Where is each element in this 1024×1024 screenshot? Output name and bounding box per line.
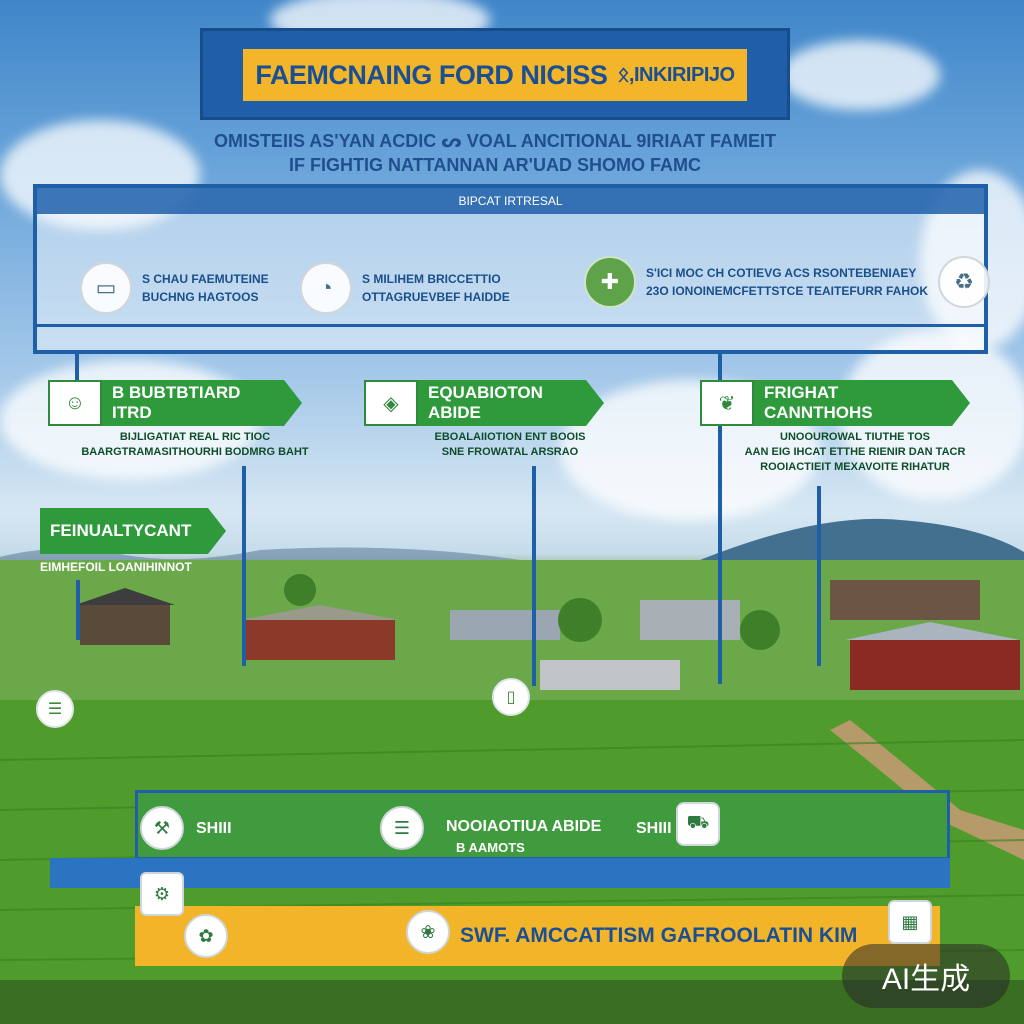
tool-icon[interactable]: ⚒ — [140, 806, 184, 850]
document-icon: ▭ — [80, 262, 132, 314]
machine-icon[interactable]: ⚙ — [140, 872, 184, 916]
bottom-green-mid-sub: B AAMOTS — [456, 840, 525, 855]
tag-2-sub-line-1: EBOALAIIOTION ENT BOOIS — [434, 431, 586, 443]
feature-3-line-1: S'ICI MOC CH COTIEVG ACS RSONTEBENIAEY — [646, 266, 917, 280]
farmer-icon: ☺ — [48, 380, 102, 426]
page-title: FAEMCNAING FORD NICISS ᛟ,INKIRIPIJO — [243, 49, 747, 101]
tag-3-sub-line-2: AAN EIG IHCAT ETTHE RIENIR DAN TACR — [744, 446, 966, 458]
feature-2-line-1: S MILIHEM BRICCETTIO — [362, 272, 501, 286]
tag-4-sub: EIMHEFOIL LOANIHINNOT — [40, 560, 192, 574]
connector-line — [75, 354, 79, 384]
bottom-blue-band — [50, 858, 950, 888]
subtitle-line-1: OMISTEIIS AS'YAN ACDIC ᔕ VOAL ANCITIONAL… — [213, 131, 777, 151]
subtitle-line-2: IF FIGHTIG NATTANNAN AR'UAD SHOMO FAMC — [289, 155, 701, 175]
tag-1-sub-line-1: BIJLIGATIAT REAL RIC TIOC — [119, 431, 271, 443]
plus-cross-icon: ✚ — [584, 256, 636, 308]
tag-4-label: FEINUALTYCANT — [40, 508, 226, 554]
panel-header: BIPCAT IRTRESAL — [37, 188, 984, 214]
leaf-icon: ❦ — [700, 380, 754, 426]
feature-item-1: ▭ S CHAU FAEMUTEINE BUCHNG HAGTOOS — [80, 262, 269, 314]
bottom-green-mid-label: NOOIAOTIUA ABIDE — [446, 818, 602, 835]
features-panel: BIPCAT IRTRESAL — [33, 184, 988, 354]
crate-icon[interactable]: ▦ — [888, 900, 932, 944]
tag-3-label: FRIGHAT CANNTHOHS — [754, 380, 970, 426]
bottom-yellow-band — [135, 906, 940, 966]
tag-2-label: EQUABIOTON ABIDE — [418, 380, 604, 426]
tag-1-sub: BIJLIGATIAT REAL RIC TIOC BAARGTRAMASITH… — [80, 430, 310, 460]
category-tag-4[interactable]: FEINUALTYCANT — [40, 508, 226, 554]
tag-2-sub: EBOALAIIOTION ENT BOOIS SNE FROWATAL ARS… — [410, 430, 610, 460]
panel-divider — [37, 324, 984, 327]
tag-3-sub: UNOOUROWAL TIUTHE TOS AAN EIG IHCAT ETTH… — [730, 430, 980, 475]
connector-line — [532, 466, 536, 686]
produce-icon[interactable]: ❀ — [406, 910, 450, 954]
tag-1-label: B BUBTBTIARD ITRD — [102, 380, 302, 426]
category-tag-2[interactable]: ◈ EQUABIOTON ABIDE — [364, 380, 604, 426]
recycle-icon: ♻ — [938, 256, 991, 308]
feature-3-line-2: 23O IONOINEMCFETTSTCE TEAITEFURR FAHOK — [646, 284, 929, 298]
feature-item-2: ◔ S MILIHEM BRICCETTIO OTTAGRUEVBEF HAID… — [300, 262, 510, 314]
ai-generated-badge: AI生成 — [842, 944, 1010, 1008]
connector-line — [242, 466, 246, 666]
feature-2-line-2: OTTAGRUEVBEF HAIDDE — [362, 290, 510, 304]
feature-item-3: ✚ S'ICI MOC CH COTIEVG ACS RSONTEBENIAEY… — [584, 256, 991, 308]
tag-1-sub-line-2: BAARGTRAMASITHOURHI BODMRG BAHT — [81, 446, 309, 458]
bottom-green-left-label: SHIII — [196, 820, 232, 837]
cloud — [780, 40, 940, 110]
bottom-green-right-label: SHIII — [636, 820, 672, 837]
feature-1-line-1: S CHAU FAEMUTEINE — [142, 272, 269, 286]
bottom-yellow-label: SWF. AMCCATTISM GAFROOLATIN KIM — [460, 924, 858, 947]
network-icon[interactable]: ✿ — [184, 914, 228, 958]
feature-1-line-2: BUCHNG HAGTOOS — [142, 290, 259, 304]
title-text: FAEMCNAING FORD NICISS — [255, 59, 608, 90]
truck-icon[interactable]: ⛟ — [676, 802, 720, 846]
title-tail-text: ᛟ,INKIRIPIJO — [617, 63, 735, 86]
map-pin-list-icon[interactable]: ☰ — [36, 690, 74, 728]
list-icon[interactable]: ☰ — [380, 806, 424, 850]
connector-line — [718, 354, 722, 684]
category-tag-3[interactable]: ❦ FRIGHAT CANNTHOHS — [700, 380, 970, 426]
category-tag-1[interactable]: ☺ B BUBTBTIARD ITRD — [48, 380, 302, 426]
tag-3-sub-line-3: ROOIACTIEIT MEXAVOITE RIHATUR — [760, 461, 950, 473]
title-bar: FAEMCNAING FORD NICISS ᛟ,INKIRIPIJO — [200, 28, 790, 120]
bag-icon: ◈ — [364, 380, 418, 426]
tag-3-sub-line-1: UNOOUROWAL TIUTHE TOS — [780, 431, 930, 443]
connector-line — [76, 580, 80, 640]
tag-2-sub-line-2: SNE FROWATAL ARSRAO — [441, 446, 579, 458]
map-pin-doc-icon[interactable]: ▯ — [492, 678, 530, 716]
connector-line — [817, 486, 821, 666]
tag-icon: ◔ — [300, 262, 352, 314]
